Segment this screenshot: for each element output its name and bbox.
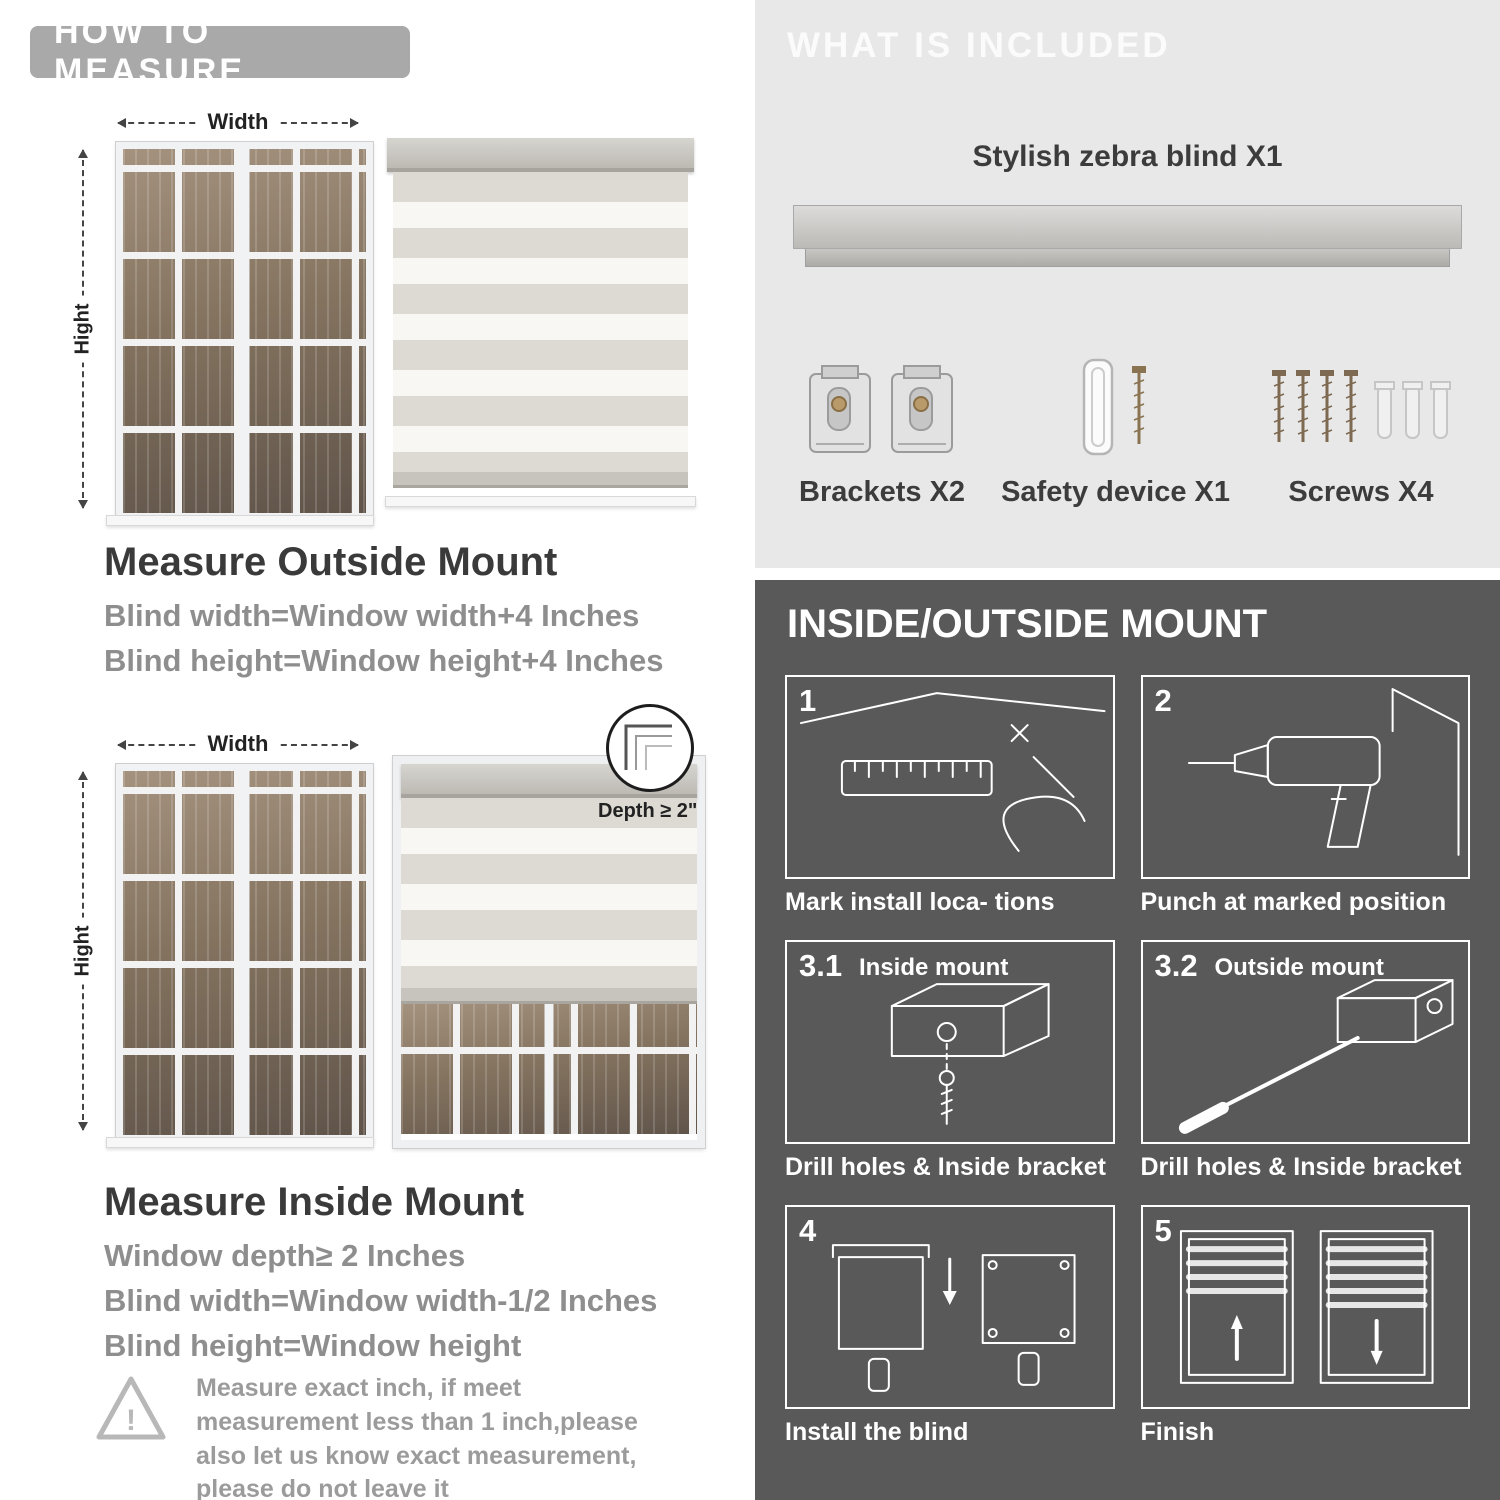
headrail-bottom-bar: [805, 249, 1450, 267]
inside-bracket-icon: [787, 942, 1113, 1142]
safety-device-label: Safety device X1: [1001, 476, 1230, 508]
height-arrow-2: Hight: [71, 771, 95, 1131]
headrail-illustration: [793, 205, 1462, 267]
warning-triangle-icon: !: [96, 1376, 166, 1440]
warning-text: Measure exact inch, if meet measurement …: [196, 1374, 638, 1500]
depth-callout-circle: [606, 704, 694, 792]
inside-height-formula: Blind height=Window height: [104, 1328, 522, 1363]
blind-window-sill: [385, 496, 696, 507]
measurement-warning: ! Measure exact inch, if meet measuremen…: [92, 1372, 662, 1500]
inside-mount-label: Inside mount: [859, 954, 1009, 981]
step-3-2-number: 3.2: [1154, 948, 1198, 983]
inside-width-formula: Blind width=Window width-1/2 Inches: [104, 1283, 658, 1318]
what-is-included-title: WHAT IS INCLUDED: [787, 26, 1171, 65]
height-label: Hight: [71, 295, 95, 363]
step-3-2: 3.2 Outside mount Drill holes & In: [1140, 940, 1470, 1185]
outside-height-formula: Blind height=Window height+4 Inches: [104, 643, 664, 678]
included-items-row: Brackets X2 Sa: [799, 330, 1456, 509]
step-2: 2 Punch at marked position: [1140, 675, 1470, 920]
safety-device-icon: [1001, 330, 1230, 460]
step-1-number: 1: [799, 683, 817, 718]
mark-locations-icon: [787, 677, 1113, 877]
window-illustration-2: [115, 763, 374, 1143]
outside-mount-figure: Width Hight: [58, 100, 708, 530]
step-5: 5: [1140, 1205, 1470, 1450]
how-to-measure-header: HOW TO MEASURE: [30, 13, 410, 90]
included-item-brackets: Brackets X2: [799, 330, 965, 509]
blind-inside-window-illustration: [392, 755, 706, 1149]
screws-label: Screws X4: [1288, 476, 1434, 508]
mount-steps-grid: 1: [785, 675, 1470, 1450]
inside-depth-rule: Window depth≥ 2 Inches: [104, 1238, 466, 1273]
step-1-caption: Mark install loca- tions: [785, 888, 1055, 916]
finish-blinds-icon: [1143, 1207, 1469, 1407]
step-4: 4: [785, 1205, 1115, 1450]
width-label-2: Width: [197, 731, 279, 757]
step-4-caption: Install the blind: [785, 1418, 969, 1446]
blind-bottomrail-2: [401, 988, 697, 1004]
zebra-blind-label: Stylish zebra blind X1: [972, 140, 1283, 173]
outside-bracket-icon: [1143, 942, 1469, 1142]
warning-exclamation: !: [126, 1404, 136, 1437]
step-3-1-box: 3.1 Inside mount: [785, 940, 1115, 1144]
step-2-caption: Punch at marked position: [1140, 888, 1447, 916]
width-arrow: Width: [117, 109, 359, 135]
step-4-box: 4: [785, 1205, 1115, 1409]
step-3-2-caption: Drill holes & Inside bracket: [1140, 1153, 1462, 1181]
step-2-number: 2: [1154, 683, 1172, 718]
step-1: 1: [785, 675, 1115, 920]
outside-width-formula: Blind width=Window width+4 Inches: [104, 598, 640, 633]
step-4-number: 4: [799, 1213, 817, 1248]
headrail-top-bar: [793, 205, 1462, 249]
depth-label: Depth ≥ 2": [598, 800, 698, 822]
screws-icon: [1266, 330, 1456, 460]
step-3-1-caption: Drill holes & Inside bracket: [785, 1153, 1106, 1181]
included-item-screws: Screws X4: [1266, 330, 1456, 509]
window-corner-zoom-icon: [624, 724, 672, 770]
included-item-safety-device: Safety device X1: [1001, 330, 1230, 509]
zebra-blind-illustration: [385, 138, 696, 507]
height-arrow: Hight: [71, 149, 95, 509]
mount-title: INSIDE/OUTSIDE MOUNT: [787, 602, 1268, 646]
window-sill: [106, 515, 374, 526]
inside-mount-heading: Measure Inside Mount: [104, 1180, 525, 1224]
window-sill-2: [106, 1137, 374, 1148]
step-3-1: 3.1 Inside mount: [785, 940, 1115, 1185]
install-blind-icon: [787, 1207, 1113, 1407]
width-label: Width: [197, 109, 279, 135]
step-3-1-number: 3.1: [799, 948, 843, 983]
inside-mount-figure: Width Hight Depth ≥ 2": [58, 704, 708, 1152]
outside-mount-heading: Measure Outside Mount: [104, 540, 558, 584]
window-panes-2: [123, 771, 366, 1135]
outside-mount-label: Outside mount: [1214, 954, 1384, 981]
how-to-measure-title: HOW TO MEASURE: [54, 13, 246, 90]
brackets-label: Brackets X2: [799, 476, 966, 508]
mount-panel: INSIDE/OUTSIDE MOUNT 1: [755, 580, 1500, 1500]
step-1-box: 1: [785, 675, 1115, 879]
step-3-2-box: 3.2 Outside mount: [1140, 940, 1470, 1144]
step-5-caption: Finish: [1140, 1418, 1215, 1446]
step-2-box: 2: [1140, 675, 1470, 879]
blind-headrail: [387, 138, 694, 172]
height-label-2: Hight: [71, 917, 95, 985]
drill-icon: [1143, 677, 1469, 877]
blind-bottomrail: [393, 472, 688, 488]
window-panes: [123, 149, 366, 513]
step-5-box: 5: [1140, 1205, 1470, 1409]
brackets-icon: [799, 330, 965, 460]
what-is-included-panel: WHAT IS INCLUDED Stylish zebra blind X1: [755, 0, 1500, 568]
step-5-number: 5: [1154, 1213, 1172, 1248]
blind-stripes-2: [401, 798, 697, 988]
window-panes-below-blind: [401, 1004, 697, 1134]
width-arrow-2: Width: [117, 731, 359, 757]
window-illustration: [115, 141, 374, 521]
blind-stripes: [393, 172, 688, 472]
